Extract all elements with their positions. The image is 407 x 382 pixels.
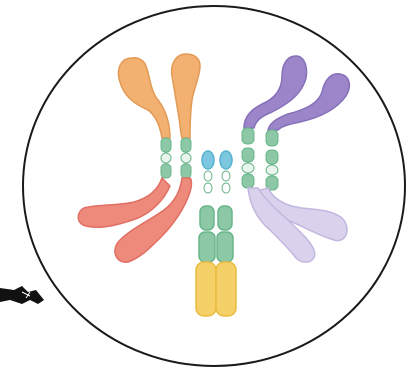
chromosome-lavender-pair bbox=[248, 188, 347, 262]
chromosome-center-pair bbox=[196, 151, 236, 316]
chromatid-cyan-left bbox=[202, 151, 214, 169]
bead bbox=[222, 171, 230, 181]
pointer-arrow-icon bbox=[0, 286, 44, 304]
chromatid-yellow-right bbox=[216, 262, 236, 316]
bead bbox=[266, 130, 278, 146]
bead bbox=[204, 183, 212, 193]
centromere-left-pair bbox=[161, 138, 191, 178]
segment-green-right bbox=[217, 232, 233, 262]
bead-green-left bbox=[200, 206, 214, 230]
bead bbox=[181, 138, 191, 152]
chromatid-cyan-right bbox=[220, 151, 232, 169]
chromosome-red-pair bbox=[78, 178, 191, 262]
bead bbox=[266, 150, 278, 164]
chromosome-orange-pair bbox=[119, 54, 201, 138]
chromatid-orange-right bbox=[172, 54, 200, 138]
centromere-right-pair bbox=[242, 128, 278, 190]
bead bbox=[161, 164, 171, 178]
bead bbox=[161, 153, 171, 163]
bead bbox=[222, 183, 230, 193]
chromatid-yellow-left bbox=[196, 262, 216, 316]
chromosome-purple-pair bbox=[244, 56, 349, 130]
bead bbox=[242, 163, 254, 173]
bead bbox=[181, 164, 191, 178]
chromatid-orange-left bbox=[119, 58, 171, 138]
segment-green-left bbox=[199, 232, 215, 262]
bead bbox=[161, 138, 171, 152]
bead bbox=[181, 153, 191, 163]
bead-green-right bbox=[218, 206, 232, 230]
bead bbox=[204, 171, 212, 181]
bead bbox=[242, 148, 254, 162]
bead bbox=[242, 128, 254, 144]
bead bbox=[266, 165, 278, 175]
bead bbox=[242, 174, 254, 188]
